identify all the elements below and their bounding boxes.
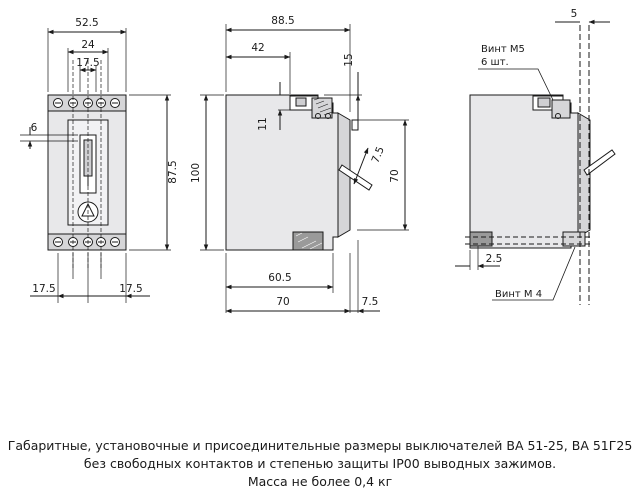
caption-line-1: Габаритные, установочные и присоединител… — [7, 438, 633, 453]
technical-drawing: 52.5 24 17.5 6 87.5 17.5 17.5 — [20, 8, 616, 430]
rear-bottom-terminal — [469, 231, 493, 247]
side-dim-88-5: 88.5 — [271, 15, 294, 27]
side-bottom-hatch — [295, 232, 323, 250]
rear-view — [455, 22, 616, 305]
side-dim-15: 15 — [343, 53, 355, 66]
caption-line-2: без свободных контактов и степенью защит… — [83, 456, 557, 471]
rear-mount-plate-dashed — [465, 236, 592, 245]
front-extension-lines — [20, 28, 171, 303]
side-view — [200, 24, 409, 313]
rear-handle — [583, 149, 616, 176]
rear-top-pin — [555, 113, 561, 119]
side-view-text: 88.5 42 15 11 7.5 70 100 60.5 70 7.5 — [190, 15, 401, 308]
side-dim-7-5-bottom: 7.5 — [362, 296, 379, 308]
rear-m4-leader — [492, 246, 576, 301]
side-top-hatch — [313, 97, 333, 116]
side-dim-7-5-diag: 7.5 — [370, 145, 387, 165]
rear-dim-2-5-ext — [469, 246, 479, 270]
rear-view-text: 5 Винт М5 6 шт. 2.5 Винт М 4 — [481, 8, 577, 300]
side-dim-11: 11 — [257, 117, 269, 130]
side-dim-42: 42 — [251, 42, 264, 54]
rear-dim-2-5: 2.5 — [486, 253, 503, 265]
rear-screw-m5-label: Винт М5 — [481, 44, 525, 55]
side-top-pin — [315, 113, 321, 119]
side-top-screw-head — [295, 97, 307, 107]
side-dim-70-right: 70 — [389, 169, 401, 182]
rear-m5-leader — [478, 68, 554, 101]
rear-top-block — [551, 99, 571, 119]
front-view-text: 52.5 24 17.5 6 87.5 17.5 17.5 — [31, 17, 179, 295]
side-top-terminal-block — [311, 97, 333, 119]
side-dim-60-5: 60.5 — [268, 272, 291, 284]
side-dim-100: 100 — [190, 163, 202, 183]
front-dim-52-5: 52.5 — [75, 17, 98, 29]
side-front-cover — [337, 112, 351, 238]
front-dim-6: 6 — [31, 122, 38, 134]
front-centerlines — [72, 60, 102, 270]
side-bottom-terminal-block — [292, 231, 324, 251]
front-view — [20, 28, 171, 303]
front-dim-24: 24 — [81, 39, 95, 51]
rear-screw-m5-qty: 6 шт. — [481, 57, 509, 68]
rear-screw-m4-label: Винт М 4 — [495, 289, 542, 300]
side-top-pin-2 — [325, 113, 331, 119]
caption-line-3: Масса не более 0,4 кг — [247, 474, 393, 489]
rear-cover — [577, 112, 591, 238]
front-dim-17-5-br: 17.5 — [119, 283, 142, 295]
front-dim-17-5-bl: 17.5 — [32, 283, 55, 295]
front-dim-87-5: 87.5 — [167, 160, 179, 183]
side-dim-70-bottom: 70 — [276, 296, 289, 308]
front-dim-17-5-top: 17.5 — [76, 57, 99, 69]
side-mount-pin — [351, 119, 359, 131]
rear-top-screw — [537, 97, 551, 108]
side-dim-7-5-diag-line — [353, 147, 369, 185]
rear-mount-rail — [579, 25, 590, 305]
rear-dim-5: 5 — [571, 8, 578, 20]
